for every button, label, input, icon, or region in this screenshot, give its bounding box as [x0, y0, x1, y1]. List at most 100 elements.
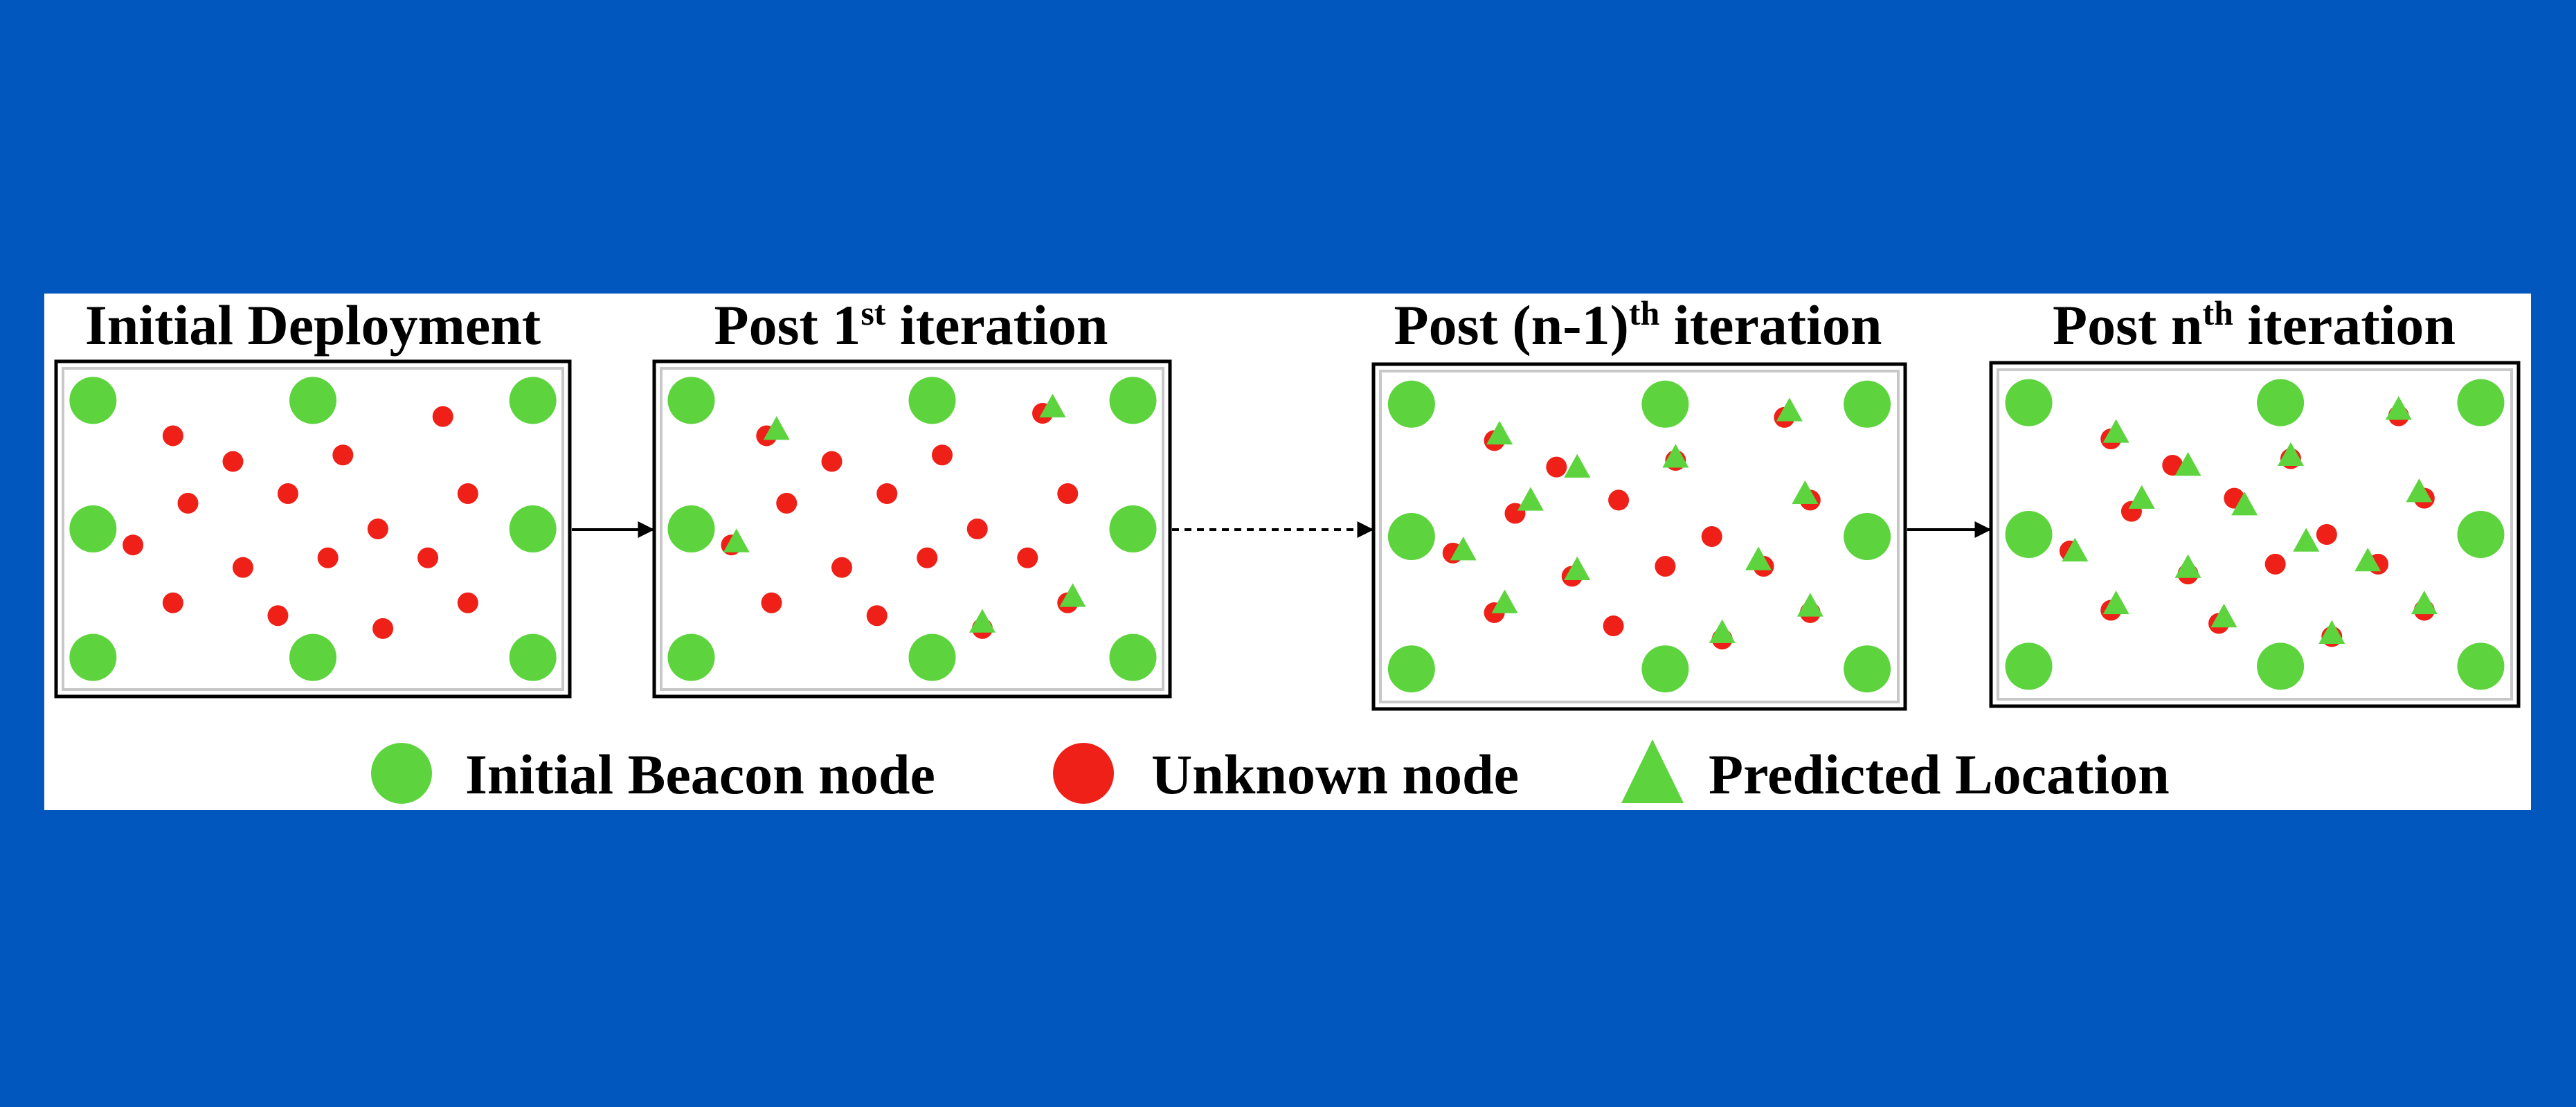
unknown-node — [317, 547, 339, 568]
beacon-node — [509, 505, 557, 552]
panel-post-n-minus-1th-iteration — [1371, 362, 1907, 711]
predicted-location — [1491, 589, 1518, 613]
panel-inner-frame — [660, 367, 1164, 691]
unknown-node — [2162, 455, 2183, 476]
beacon-node — [69, 633, 117, 681]
beacon-node — [1387, 380, 1435, 428]
unknown-node — [1603, 615, 1624, 637]
beacon-node — [1641, 380, 1689, 428]
predicted-location — [1450, 537, 1477, 561]
beacon-node — [2457, 511, 2505, 558]
panel-frame — [1371, 362, 1907, 711]
panel-initial-deployment — [54, 359, 572, 699]
unknown-node — [332, 444, 354, 466]
predicted-location — [1564, 556, 1591, 580]
legend-unknown-marker — [1053, 743, 1114, 804]
predicted-location — [763, 416, 790, 440]
legend-beacon-marker — [371, 743, 432, 804]
predicted-location — [2318, 620, 2345, 644]
beacon-node — [509, 377, 557, 424]
predicted-location — [2062, 537, 2089, 561]
unknown-node — [162, 425, 183, 447]
beacon-node — [1641, 645, 1689, 693]
predicted-location — [1059, 583, 1086, 607]
beacon-node — [1109, 377, 1157, 424]
unknown-node — [367, 519, 388, 539]
panel-title-post-nth-iteration: Post nth iteration — [2053, 294, 2456, 357]
predicted-location — [2174, 554, 2201, 578]
unknown-node — [372, 618, 394, 639]
predicted-location — [1745, 546, 1772, 570]
predicted-location — [1564, 453, 1591, 478]
beacon-node — [908, 633, 956, 681]
beacon-node — [509, 633, 557, 681]
unknown-node — [831, 557, 852, 578]
unknown-node — [123, 534, 144, 556]
beacon-node — [2457, 642, 2505, 690]
predicted-location — [969, 609, 996, 633]
predicted-location — [2354, 548, 2381, 572]
predicted-location — [1662, 444, 1689, 468]
beacon-node — [1387, 513, 1435, 560]
unknown-node — [417, 547, 439, 568]
beacon-node — [667, 377, 715, 424]
predicted-location — [1796, 593, 1823, 617]
unknown-node — [1655, 556, 1676, 577]
beacon-node — [1387, 645, 1435, 693]
beacon-node — [1844, 645, 1891, 693]
beacon-node — [2257, 642, 2305, 690]
predicted-location — [1709, 619, 1736, 643]
unknown-node — [1701, 526, 1722, 547]
predicted-location — [1792, 480, 1819, 505]
predicted-location — [1486, 420, 1513, 445]
beacon-node — [1109, 633, 1157, 681]
unknown-node — [162, 592, 183, 613]
unknown-node — [1546, 456, 1567, 478]
unknown-node — [267, 605, 289, 627]
legend-predicted-marker — [1621, 739, 1684, 803]
predicted-location — [2231, 492, 2258, 516]
unknown-node — [776, 492, 798, 514]
unknown-node — [457, 483, 478, 504]
predicted-location — [2102, 419, 2129, 443]
unknown-node — [1608, 489, 1630, 511]
predicted-location — [2406, 478, 2433, 503]
unknown-node — [222, 451, 244, 472]
predicted-location — [2293, 528, 2320, 552]
predicted-location — [1039, 393, 1066, 417]
panel-title-post-1st-iteration: Post 1st iteration — [714, 294, 1108, 357]
panel-nodes — [2005, 379, 2505, 690]
beacon-node — [1844, 380, 1891, 428]
unknown-node — [232, 557, 253, 578]
unknown-node — [866, 605, 888, 627]
beacon-node — [667, 633, 715, 681]
beacon-node — [289, 633, 336, 681]
panel-inner-frame — [1997, 368, 2513, 701]
beacon-node — [69, 377, 117, 424]
predicted-location — [2102, 590, 2129, 615]
beacon-node — [2257, 379, 2305, 426]
predicted-location — [2385, 396, 2412, 420]
beacon-node — [1844, 513, 1891, 560]
unknown-node — [1017, 547, 1038, 568]
legend-unknown-label: Unknown node — [1151, 743, 1519, 806]
beacon-node — [908, 377, 956, 424]
panel-frame — [652, 359, 1172, 699]
legend-beacon-label: Initial Beacon node — [465, 743, 935, 806]
panel-nodes — [1387, 380, 1891, 693]
unknown-node — [2264, 553, 2286, 575]
panel-nodes — [667, 377, 1157, 681]
beacon-node — [667, 505, 715, 552]
legend: Initial Beacon node Unknown node Predict… — [371, 739, 2170, 806]
panel-title-post-n-minus-1th-iteration: Post (n-1)th iteration — [1394, 294, 1882, 357]
predicted-location — [2411, 590, 2438, 615]
legend-predicted-label: Predicted Location — [1709, 743, 2170, 806]
unknown-node — [876, 483, 898, 504]
panel-frame — [1989, 361, 2521, 708]
predicted-location — [723, 528, 750, 552]
beacon-node — [289, 377, 336, 424]
unknown-node — [432, 406, 453, 427]
unknown-node — [917, 547, 938, 568]
beacon-node — [69, 505, 117, 552]
